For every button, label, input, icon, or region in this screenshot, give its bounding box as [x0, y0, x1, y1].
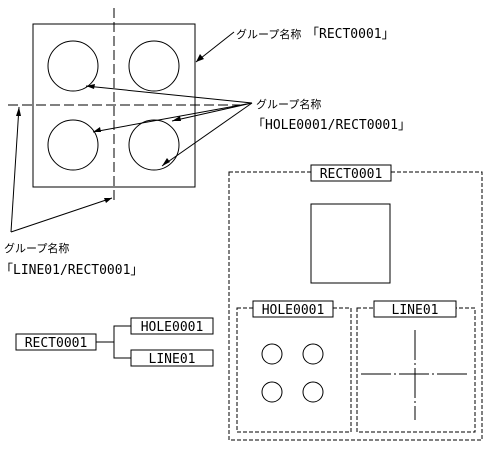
tree-root-label: RECT0001 [25, 336, 88, 351]
hole-group-label: HOLE0001 [262, 303, 325, 318]
leader-hole-3 [92, 102, 253, 133]
leader-lines [10, 31, 253, 233]
annotation-rect: グループ名称 「RECT0001」 [236, 27, 395, 42]
small-hole-3 [261, 381, 283, 403]
annotation-line: グループ名称 「LINE01/RECT0001」 [0, 241, 143, 278]
hole-top-left [47, 40, 99, 92]
annotation-rect-value: 「RECT0001」 [306, 27, 395, 42]
tree-child-label-line: LINE01 [149, 352, 196, 367]
hole-group-frame [236, 307, 352, 433]
leader-hole-1 [85, 85, 253, 104]
small-hole-2 [302, 343, 324, 365]
leader-line-vertical [10, 106, 20, 233]
annotation-rect-prefix: グループ名称 [236, 27, 301, 41]
annotation-hole-prefix: グループ名称 [256, 97, 321, 111]
annotation-hole: グループ名称 「HOLE0001/RECT0001」 [252, 97, 411, 133]
outer-group-rect [310, 203, 391, 284]
hole-top-right [128, 40, 180, 92]
line-group-label-box [373, 300, 457, 318]
annotation-line-value: 「LINE01/RECT0001」 [0, 263, 143, 278]
outer-group-label: RECT0001 [320, 167, 383, 182]
leader-arrowheads [16, 54, 204, 203]
line-group-frame [356, 307, 476, 433]
leader-line-horizontal [10, 197, 113, 233]
tree-child-label-hole: HOLE0001 [141, 320, 204, 335]
plate-drawing [8, 8, 240, 204]
arrowhead-line-vertical [16, 107, 21, 116]
arrowhead-line-horizontal [104, 198, 112, 203]
hole-group-label-box [252, 300, 334, 318]
arrowhead-rect [196, 54, 204, 62]
group-tree: RECT0001 HOLE0001 LINE01 [15, 317, 214, 367]
small-hole-4 [302, 381, 324, 403]
arrowhead-hole-3 [93, 127, 101, 132]
hole-bottom-right [128, 119, 180, 171]
arrowhead-hole-4 [162, 158, 170, 166]
group-layout-labels: RECT0001 HOLE0001 LINE01 [262, 167, 439, 318]
group-layout [228, 164, 483, 441]
small-hole-1 [261, 343, 283, 365]
tree-connector [113, 325, 131, 359]
annotation-line-prefix: グループ名称 [4, 241, 69, 255]
annotation-hole-value: 「HOLE0001/RECT0001」 [252, 118, 411, 133]
leader-hole-4 [161, 102, 253, 167]
leader-hole-2 [171, 102, 253, 122]
arrowhead-hole-2 [172, 116, 181, 121]
line-group-label: LINE01 [392, 303, 439, 318]
hole-bottom-left [47, 119, 99, 171]
arrowhead-hole-1 [86, 84, 95, 89]
outer-group-label-box [310, 164, 392, 182]
